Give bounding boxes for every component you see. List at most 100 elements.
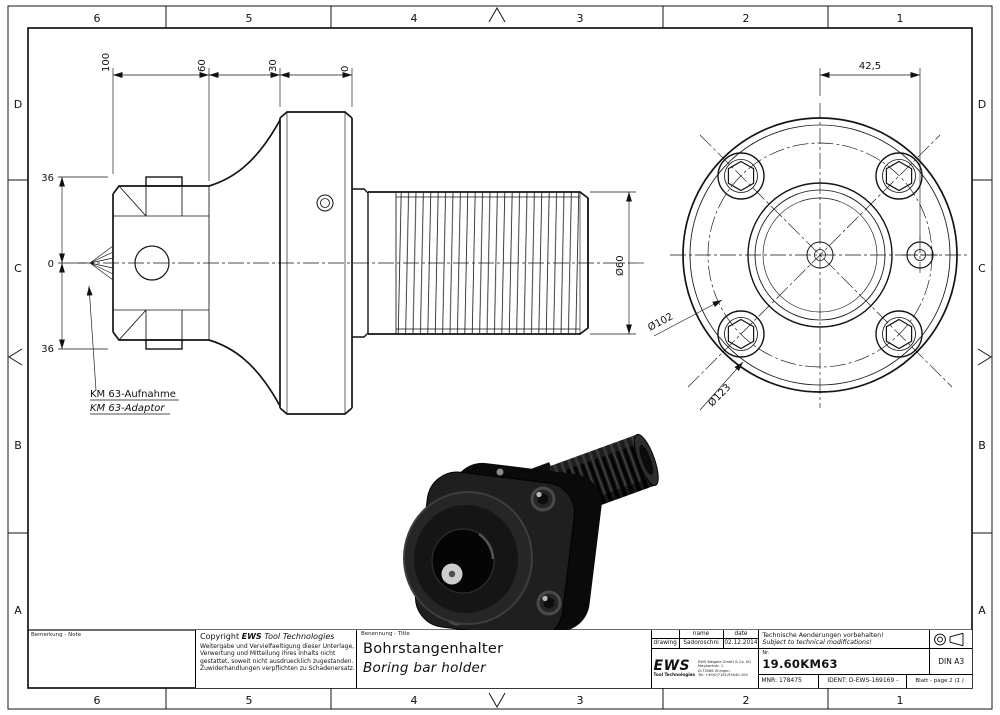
sheet-label: Blatt - page (915, 678, 948, 684)
copyright-heading: Copyright EWS Tool Technologies (200, 632, 352, 641)
copyright-prefix: Copyright (200, 632, 242, 641)
zone-col-bottom-6: 6 (94, 694, 101, 707)
approval-row-label: drawing (652, 639, 680, 648)
thread-zone (396, 192, 580, 334)
approval-table: name date drawing Sadoroschni 02.12.2014… (650, 630, 759, 688)
front-view-dimensions: 42,5 Ø102 Ø123 (646, 61, 921, 411)
ident-number: IDENT: D-EWS-169169 - (819, 675, 908, 688)
company-address-line: D-73066 Uhingen (698, 668, 730, 673)
mnr-number: MNR: 178475 (759, 675, 820, 688)
approval-drawn-date: 02.12.2014 (724, 640, 758, 646)
zone-col-bottom-4: 4 (411, 694, 418, 707)
zone-row-right-c: C (978, 262, 986, 275)
centering-mark-bottom (488, 692, 506, 709)
ews-logo-text: EWS (653, 658, 691, 674)
front-view-centerlines (670, 103, 970, 408)
callout-de-label: KM 63-Aufnahme (90, 389, 176, 400)
dim-diameter-label: Ø60 (614, 255, 626, 276)
iso-screw-top-right (530, 486, 556, 512)
company-address: EWS Weigele GmbH & Co. KG Maybachstr. 1 … (698, 660, 751, 678)
approval-header-row: name date (651, 630, 759, 639)
copyright-brand: EWS (241, 632, 262, 641)
zone-row-left-d: D (14, 98, 22, 111)
ews-logo: EWS Tool Technologies (653, 658, 696, 677)
copyright-line: Verwertung und Mitteilung ihres Inhalts … (200, 650, 336, 658)
title-block: Copyright EWS Tool Technologies Weiterga… (195, 630, 973, 688)
dim-0-top-label: 0 (340, 66, 351, 72)
company-address-line: Maybachstr. 1 (698, 664, 724, 668)
projection-symbol-icon (934, 632, 964, 646)
dim-bolt-circle-label: Ø102 (646, 310, 675, 333)
company-logo-cell: EWS Tool Technologies EWS Weigele GmbH &… (652, 649, 759, 688)
zone-col-top-5: 5 (246, 12, 253, 25)
paper-format: DIN A3 (938, 657, 965, 666)
notice-en: Subject to technical modifications! (762, 639, 872, 646)
copyright-suffix: Tool Technologies (261, 632, 335, 641)
side-view-callout: KM 63-Aufnahme KM 63-Adaptor (86, 285, 179, 415)
side-view: 100 60 30 0 36 0 36 Ø60 KM 63-Aufnahme K… (41, 53, 645, 415)
zone-col-top-6: 6 (94, 12, 101, 25)
notice-de: Technische Aenderungen vorbehalten! (762, 631, 884, 639)
dim-0-left-label: 0 (48, 259, 54, 270)
side-view-part (89, 111, 589, 415)
modification-notice: Technische Aenderungen vorbehalten! Subj… (759, 630, 930, 649)
sheet-value: 1 (1 ) (949, 678, 965, 684)
zone-col-top-4: 4 (411, 12, 418, 25)
title-box: Benennung - Title Bohrstangenhalter Bori… (356, 630, 651, 688)
approval-drawn-by: Sadoroschni (680, 639, 724, 648)
zone-col-bottom-2: 2 (743, 694, 750, 707)
sheet-number: Blatt - page 1 (1 ) (907, 675, 972, 688)
copyright-line: gestattet, soweit nicht ausdruecklich zu… (200, 657, 354, 665)
company-address-line: EWS Weigele GmbH & Co. KG (698, 659, 752, 664)
centering-mark-right (977, 348, 992, 366)
part-number-cell: Nr. 19.60KM63 (759, 649, 929, 674)
front-view-part (682, 117, 958, 393)
projection-symbol-cell (930, 630, 973, 649)
dim-100-label: 100 (101, 53, 112, 72)
iso-pin-top (496, 468, 504, 476)
dim-offset-label: 42,5 (859, 61, 881, 72)
part-number-value: 19.60KM63 (762, 657, 838, 671)
zone-col-top-3: 3 (577, 12, 584, 25)
iso-screw-bottom-right (536, 590, 562, 616)
copyright-line: Weitergabe und Vervielfaeltigung dieser … (200, 643, 355, 650)
dim-30-label: 30 (268, 59, 279, 72)
copyright-box: Copyright EWS Tool Technologies Weiterga… (196, 630, 356, 688)
centering-mark-left (8, 348, 23, 366)
approval-drawing-row: drawing Sadoroschni 02.12.2014 (651, 639, 759, 649)
zone-col-top-1: 1 (897, 12, 904, 25)
approval-header-blank (652, 630, 680, 638)
zone-row-left-a: A (14, 604, 22, 617)
side-view-dimensions: 100 60 30 0 36 0 36 Ø60 (41, 53, 636, 355)
note-label: Bemerkung - Note (31, 632, 82, 638)
zone-col-bottom-5: 5 (246, 694, 253, 707)
company-address-line: Tel. +49(0)7161/93040-100 (698, 673, 748, 677)
zone-labels: 6 5 4 3 2 1 6 5 4 3 2 1 D C B A D C B A (14, 12, 986, 707)
part-title-en: Boring bar holder (363, 660, 487, 676)
zone-col-bottom-1: 1 (897, 694, 904, 707)
approval-header-date: date (734, 631, 748, 637)
zone-row-right-a: A (978, 604, 986, 617)
approval-header-name: name (680, 630, 724, 638)
ews-logo-subtext: Tool Technologies (653, 672, 696, 677)
dim-36-top-label: 36 (41, 173, 54, 184)
part-title-de: Bohrstangenhalter (363, 641, 504, 657)
centering-mark-top (488, 6, 506, 23)
zone-row-right-d: D (978, 98, 986, 111)
dim-60-label: 60 (197, 59, 208, 72)
drawing-info-box: Technische Aenderungen vorbehalten! Subj… (758, 630, 973, 688)
set-screw (316, 194, 334, 212)
dim-36-bottom-label: 36 (41, 344, 54, 355)
copyright-line: Zuwiderhandlungen verpflichten zu Schade… (200, 664, 355, 672)
zone-row-right-b: B (978, 439, 986, 452)
zone-col-bottom-3: 3 (577, 694, 584, 707)
title-box-label: Benennung - Title (361, 631, 410, 637)
zone-col-top-2: 2 (743, 12, 750, 25)
iso-view (403, 433, 659, 639)
front-view: 42,5 Ø102 Ø123 (646, 61, 970, 411)
zone-row-left-c: C (14, 262, 22, 275)
zone-row-left-b: B (14, 439, 22, 452)
part-number-label: Nr. (762, 650, 770, 656)
